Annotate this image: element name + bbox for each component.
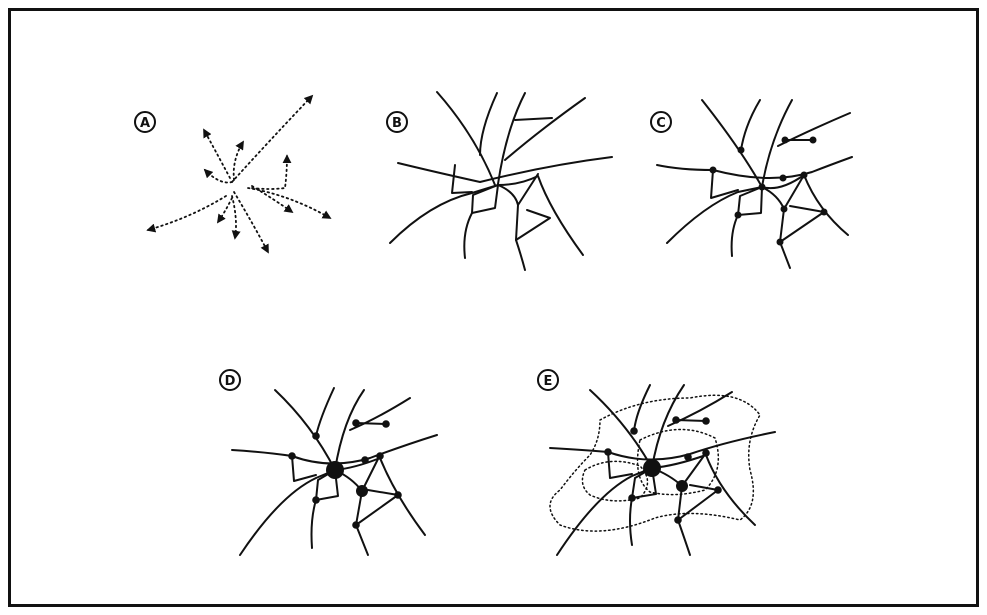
panel-b-network	[389, 91, 613, 271]
panel-c-label: C	[650, 111, 672, 133]
panel-a-label: A	[134, 111, 156, 133]
panel-e-nodes	[604, 416, 722, 524]
panel-a-dotted-arrows	[146, 94, 332, 254]
panel-e-major-center	[643, 459, 661, 477]
svg-text:E: E	[544, 374, 553, 389]
panel-e-label: E	[537, 369, 559, 391]
panel-c: C	[650, 99, 853, 269]
svg-text:A: A	[140, 116, 150, 131]
panel-d-secondary-center	[356, 485, 368, 497]
panel-a: A	[134, 94, 332, 254]
panel-b-label: B	[386, 111, 408, 133]
panel-d-label: D	[219, 369, 241, 391]
panel-d-nodes	[288, 419, 402, 529]
svg-text:C: C	[656, 116, 666, 131]
svg-text:B: B	[392, 116, 402, 131]
panel-b: B	[386, 91, 613, 271]
panel-e: E	[537, 369, 776, 556]
panel-e-dotted-zones	[549, 394, 761, 532]
panel-c-network	[656, 99, 853, 269]
svg-text:D: D	[225, 374, 236, 389]
panel-e-secondary-center	[676, 480, 688, 492]
panel-d: D	[219, 369, 438, 556]
panel-c-nodes	[709, 136, 828, 246]
panel-d-major-center	[326, 461, 344, 479]
figure-frame	[8, 8, 979, 607]
panel-e-network	[549, 384, 776, 556]
